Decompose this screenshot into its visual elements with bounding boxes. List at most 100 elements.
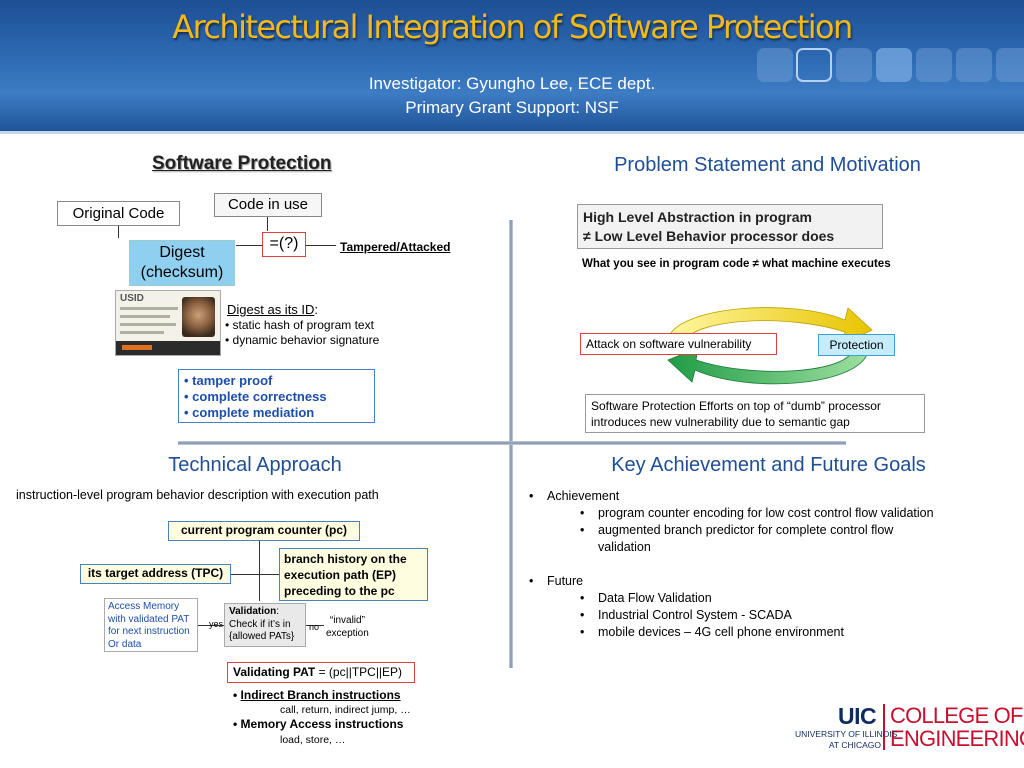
property-item: • complete mediation	[184, 405, 315, 420]
indirect-branch-line: • Indirect Branch instructions	[233, 688, 401, 702]
achievement-heading: Key Achievement and Future Goals	[611, 454, 926, 476]
no-label: no	[309, 622, 320, 632]
list-item: •Data Flow Validation	[580, 591, 712, 605]
protection-label: Protection	[829, 338, 884, 352]
header-divider	[0, 131, 1024, 134]
yes-label: yes	[209, 619, 224, 629]
achievement-list: •Achievement •program counter encoding f…	[526, 488, 996, 641]
connector-line	[231, 574, 279, 575]
compare-label: =(?)	[269, 235, 299, 252]
uic-logo-text: UIC	[838, 703, 877, 729]
decor-square	[956, 48, 992, 82]
achievement-item: program counter encoding for low cost co…	[598, 506, 934, 520]
future-item: Industrial Control System - SCADA	[598, 608, 792, 622]
arrow-line	[267, 217, 268, 231]
investigator-line: Investigator: Gyungho Lee, ECE dept.	[368, 74, 656, 93]
access-memory-box: Access Memory with validated PAT for nex…	[104, 598, 198, 652]
memory-access-title: • Memory Access instructions	[233, 717, 404, 731]
digest-id-title-line: Digest as its ID:	[227, 302, 318, 317]
digest-id-colon: :	[314, 302, 319, 317]
properties-box: • tamper proof • complete correctness • …	[178, 369, 375, 423]
abstraction-line: ≠ Low Level Behavior processor does	[583, 228, 835, 244]
page-title: Architectural Integration of Software Pr…	[172, 8, 853, 46]
technical-heading: Technical Approach	[168, 454, 342, 476]
engineering-text: ENGINEERING	[890, 726, 1024, 751]
achievement-item: augmented branch predictor for complete …	[598, 523, 894, 554]
memory-access-items: load, store, …	[280, 734, 346, 746]
chicago-text: AT CHICAGO	[828, 740, 881, 750]
id-card-image: USID	[115, 290, 221, 356]
grant-line: Primary Grant Support: NSF	[405, 98, 619, 117]
pc-box: current program counter (pc)	[168, 521, 360, 541]
problem-heading: Problem Statement and Motivation	[614, 154, 921, 176]
compare-box: =(?)	[262, 232, 306, 257]
digest-box: Digest (checksum)	[129, 240, 235, 286]
arrow-line	[236, 245, 262, 246]
arrow-line	[118, 226, 119, 238]
code-in-use-label: Code in use	[227, 196, 309, 213]
cycle-arrows-graphic	[667, 307, 873, 385]
achievement-label: Achievement	[547, 489, 620, 503]
connector-line	[259, 541, 260, 601]
validating-pat-title: Validating PAT	[233, 665, 316, 679]
digest-id-title: Digest as its ID	[227, 302, 315, 317]
efforts-box: Software Protection Efforts on top of “d…	[585, 394, 925, 433]
efforts-line: Software Protection Efforts on top of “d…	[591, 399, 881, 413]
list-item: •mobile devices – 4G cell phone environm…	[580, 625, 844, 639]
decor-square	[916, 48, 952, 82]
digest-id-item: • dynamic behavior signature	[225, 333, 380, 347]
attack-box: Attack on software vulnerability	[580, 333, 777, 355]
header-banner	[0, 0, 1024, 133]
attack-label: Attack on software vulnerability	[586, 337, 752, 351]
digest-id-item: • static hash of program text	[225, 318, 374, 332]
invalid-exception-label: “invalid” exception	[326, 615, 369, 639]
decor-square	[996, 48, 1024, 82]
efforts-line: introduces new vulnerability due to sema…	[591, 415, 850, 429]
validating-pat-box: Validating PAT = (pc||TPC||EP)	[227, 662, 415, 683]
abstraction-line: High Level Abstraction in program	[583, 209, 812, 225]
decor-square	[836, 48, 872, 82]
what-you-see-text: What you see in program code ≠ what mach…	[582, 258, 891, 270]
validation-box: Validation: Check if it’s in {allowed PA…	[224, 603, 306, 647]
validation-text: : Check if it’s in {allowed PATs}	[229, 606, 295, 642]
list-item: •Future	[529, 574, 584, 588]
branch-history-box: branch history on the execution path (EP…	[279, 548, 428, 601]
logo-divider	[883, 704, 885, 750]
arrow-line	[306, 245, 336, 246]
list-item: •Industrial Control System - SCADA	[580, 608, 792, 622]
id-card-label: USID	[120, 293, 144, 304]
target-address-label: its target address (TPC)	[87, 566, 224, 580]
indirect-branch-title: Indirect Branch instructions	[240, 688, 401, 702]
decor-square	[796, 48, 832, 82]
list-item: •program counter encoding for low cost c…	[580, 506, 934, 520]
validating-pat-formula: = (pc||TPC||EP)	[315, 665, 403, 679]
property-item: • tamper proof	[184, 373, 273, 388]
protection-box: Protection	[818, 334, 895, 356]
pc-label: current program counter (pc)	[180, 523, 348, 537]
future-label: Future	[547, 574, 584, 588]
university-text: UNIVERSITY OF ILLINOIS	[795, 729, 898, 739]
original-code-box: Original Code	[57, 201, 180, 226]
validation-title: Validation	[229, 606, 277, 617]
decor-square	[757, 48, 793, 82]
code-in-use-box: Code in use	[214, 193, 322, 217]
future-item: mobile devices – 4G cell phone environme…	[598, 625, 844, 639]
college-of-text: COLLEGE OF	[890, 703, 1023, 728]
access-memory-label: Access Memory with validated PAT for nex…	[108, 601, 190, 650]
digest-label: Digest (checksum)	[140, 244, 224, 281]
indirect-branch-items: call, return, indirect jump, …	[280, 704, 411, 716]
connector-line	[306, 625, 324, 626]
technical-intro: instruction-level program behavior descr…	[16, 488, 379, 502]
indirect-branch-bullet: •	[233, 688, 241, 702]
horizontal-divider	[178, 441, 846, 445]
branch-history-label: branch history on the execution path (EP…	[284, 552, 407, 598]
list-item: •Achievement	[529, 489, 620, 503]
decor-square	[876, 48, 912, 82]
connector-line	[198, 625, 224, 626]
target-address-box: its target address (TPC)	[80, 564, 231, 584]
property-item: • complete correctness	[184, 389, 327, 404]
tampered-label: Tampered/Attacked	[340, 240, 451, 254]
list-item: •augmented branch predictor for complete…	[580, 523, 894, 554]
future-item: Data Flow Validation	[598, 591, 712, 605]
original-code-label: Original Code	[72, 205, 165, 222]
